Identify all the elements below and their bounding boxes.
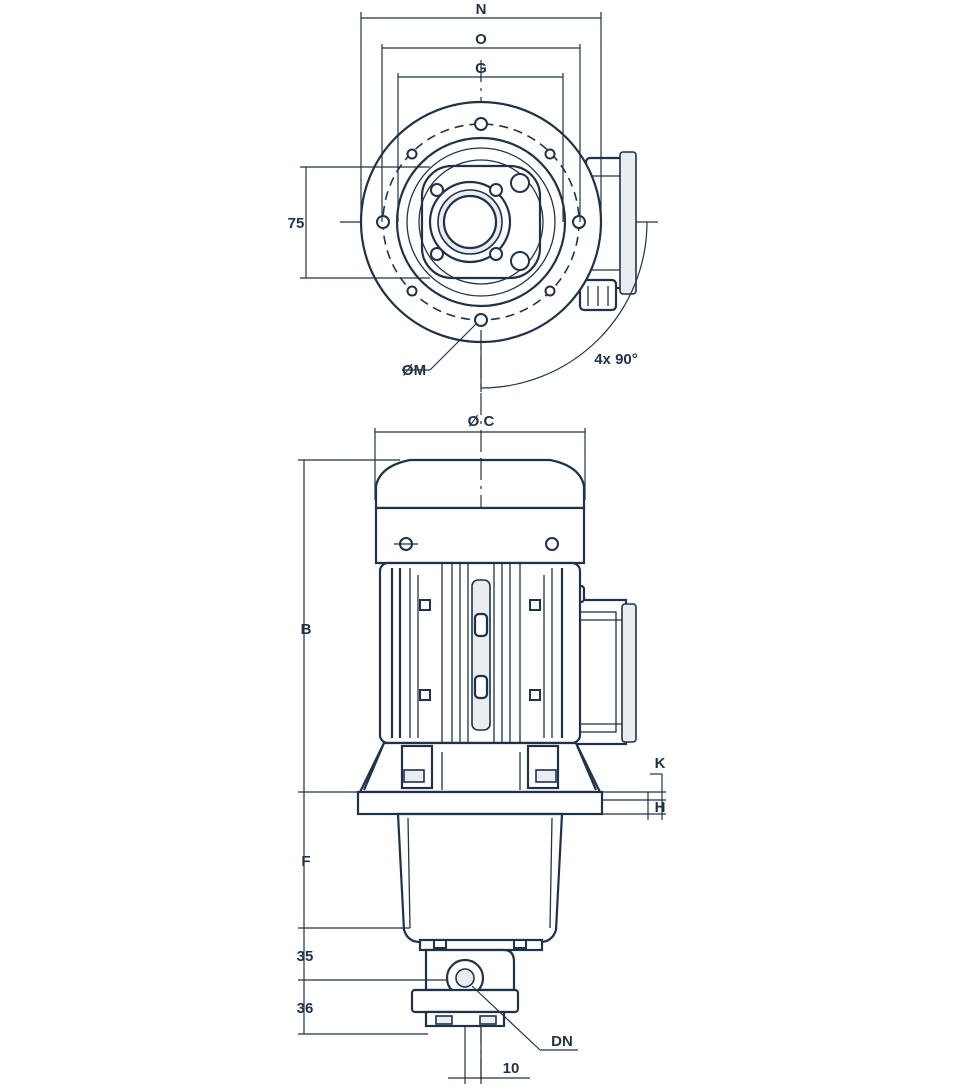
dimension-k: K	[602, 755, 666, 801]
label-o: O	[475, 31, 487, 48]
label-g: G	[475, 60, 487, 77]
flange-hole	[406, 285, 418, 297]
label-dn: DN	[551, 1033, 573, 1050]
label-f: F	[301, 853, 310, 870]
motor-body-circle	[395, 136, 567, 308]
dimension-angle: 4x 90°	[480, 221, 648, 392]
flange-hole	[376, 215, 390, 229]
label-angle: 4x 90°	[594, 351, 638, 368]
dimension-dn: DN	[471, 985, 578, 1051]
label-h: H	[655, 799, 666, 816]
label-phi-m: ØM	[402, 362, 426, 379]
flange-hole	[544, 148, 556, 160]
flange-hole	[474, 117, 488, 131]
label-36: 36	[297, 1000, 314, 1017]
fan-cover	[374, 458, 586, 510]
label-10: 10	[503, 1060, 520, 1077]
dimension-b: B	[298, 459, 400, 792]
flange-hole	[544, 285, 556, 297]
pump-column	[396, 812, 564, 944]
label-phi-c: Ø C	[468, 413, 495, 430]
rear-cap	[374, 506, 586, 565]
dimension-n: N	[360, 1, 602, 222]
label-k: K	[655, 755, 666, 772]
dimension-h: H	[602, 792, 666, 820]
dimension-36: 36	[297, 980, 428, 1035]
dimension-phi-m: ØM	[402, 323, 477, 379]
dimension-g: G	[397, 60, 564, 222]
top-view: N O G 75 ØM	[288, 1, 660, 1080]
dimension-75: 75	[288, 166, 430, 279]
label-35: 35	[297, 948, 314, 965]
label-75: 75	[288, 215, 305, 232]
flange-hole	[572, 215, 586, 229]
inner-flange	[420, 164, 542, 280]
shaft-bore	[442, 194, 498, 250]
dimension-o: O	[381, 31, 581, 222]
base-flange	[410, 988, 520, 1014]
dimension-10: 10	[448, 1026, 530, 1084]
dimension-35: 35	[297, 928, 446, 981]
side-view: Ø C	[297, 413, 666, 1084]
dimension-f: F	[298, 791, 410, 929]
mounting-plate	[356, 790, 604, 816]
lantern-frame	[358, 741, 602, 794]
flange-hole	[474, 313, 488, 327]
flange-hole	[406, 148, 418, 160]
label-n: N	[476, 1, 487, 18]
label-b: B	[301, 621, 312, 638]
